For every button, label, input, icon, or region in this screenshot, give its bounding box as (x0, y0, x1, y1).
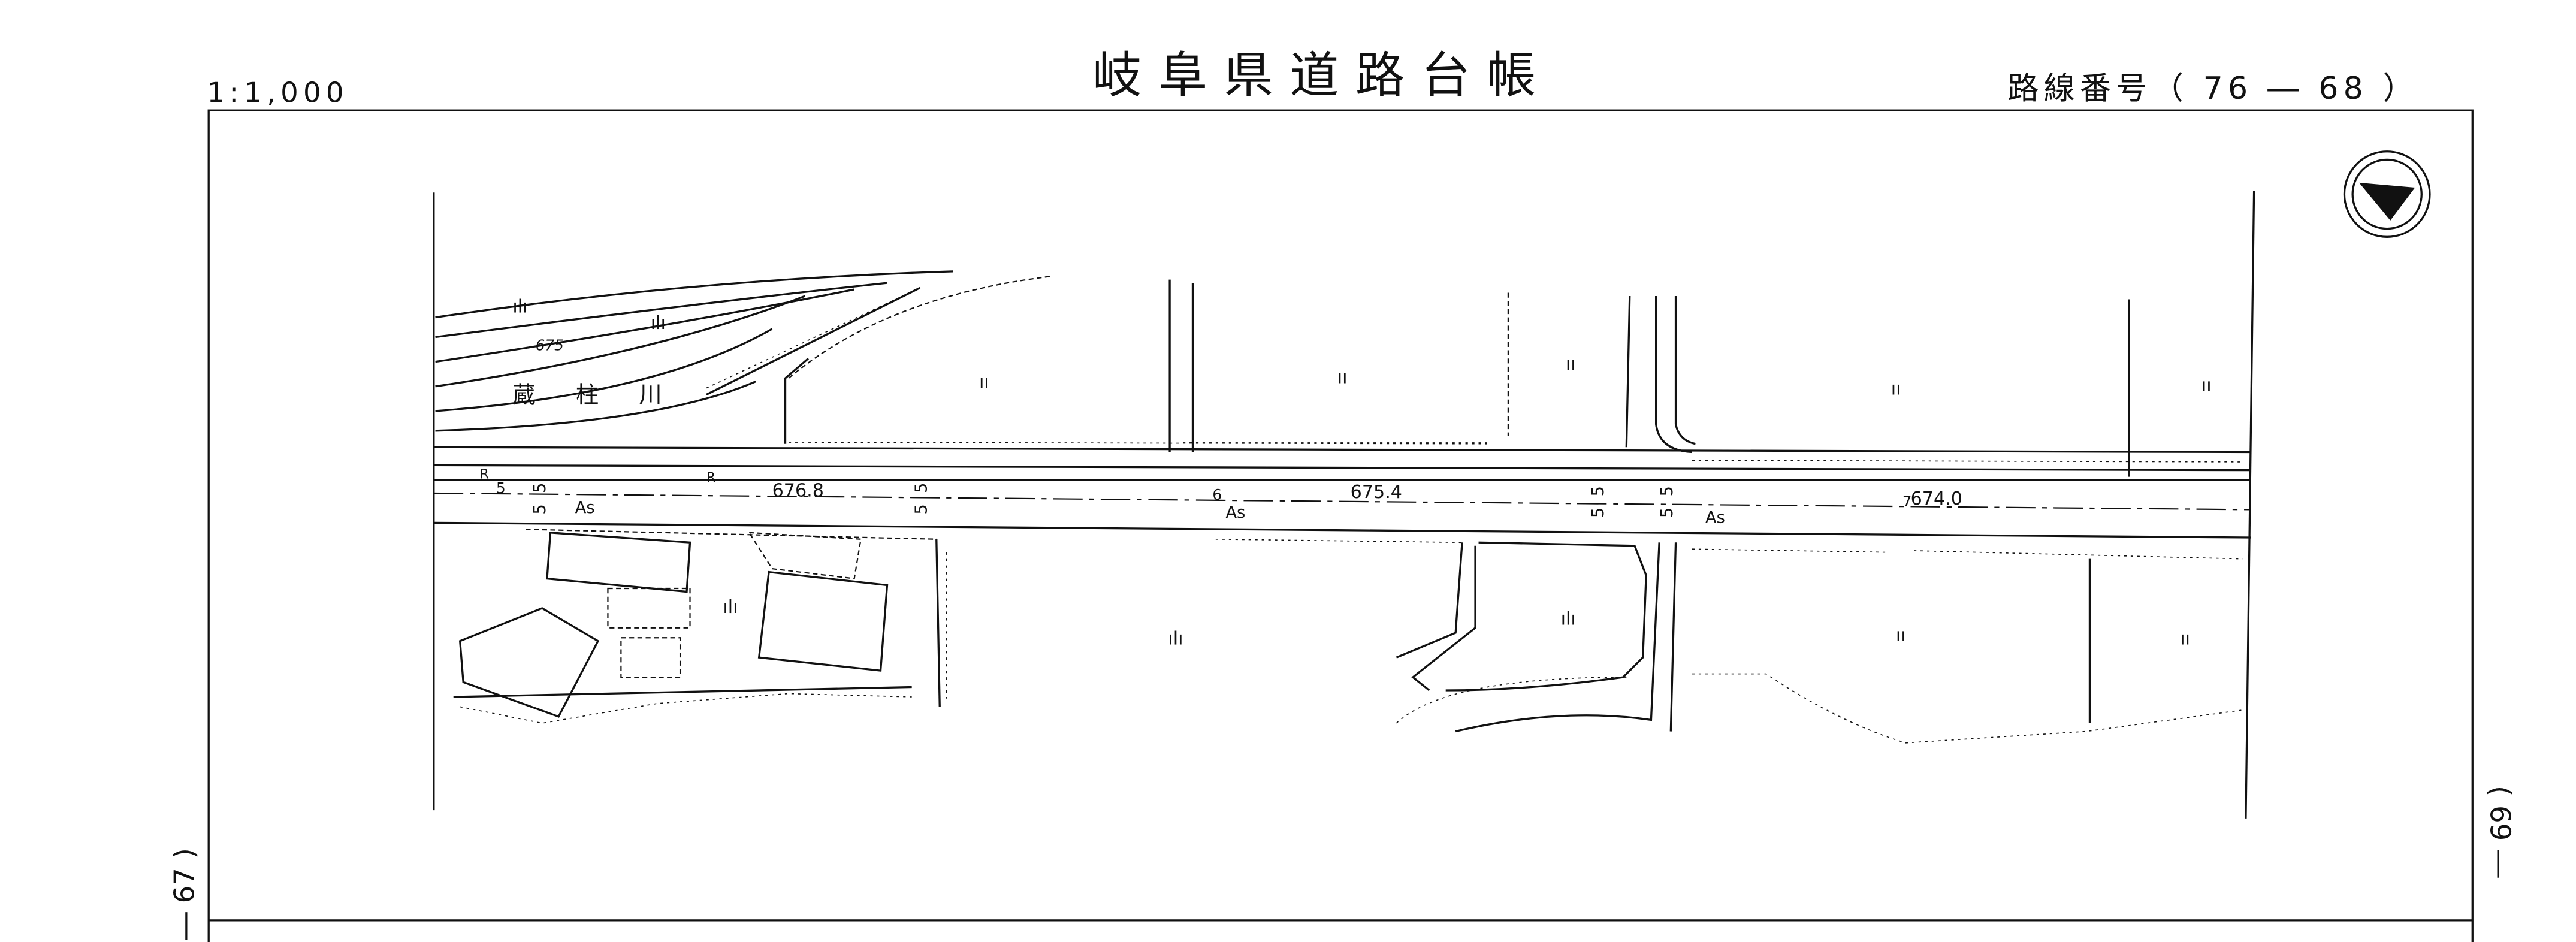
adjacent-sheet-left: ― 67 ) (168, 848, 201, 940)
svg-text:5: 5 (1589, 486, 1608, 496)
elevation-label: 674.0 (1911, 488, 1962, 509)
station-mark: 5 (496, 479, 506, 497)
route-number: 路線番号（ 76 ― 68 ） (2007, 71, 2419, 107)
map-frame (207, 109, 2474, 942)
svg-text:ıı: ıı (2180, 628, 2190, 649)
landuse-symbols: ıı ıı ıı ıı ıı ıı ıı ılı ılı ılı ılı ılı (512, 296, 2211, 649)
road-centerline (433, 492, 2251, 511)
svg-text:ıı: ıı (2201, 375, 2212, 396)
river: 蔵 柱 川 675 (435, 270, 1052, 432)
river-name: 蔵 柱 川 (512, 382, 678, 409)
svg-text:ılı: ılı (1168, 628, 1183, 649)
north-arrow-icon (2343, 150, 2431, 238)
retaining-label: R (480, 467, 489, 482)
adjacent-sheet-right: ( 69 ― (2484, 786, 2516, 878)
svg-text:5: 5 (912, 504, 931, 514)
svg-text:ıı: ıı (979, 372, 989, 393)
svg-text:ılı: ılı (651, 313, 666, 334)
station-mark: 7 (1902, 493, 1912, 510)
svg-text:5: 5 (531, 483, 549, 493)
retaining-label: R (706, 470, 715, 485)
surface-label: As (1705, 508, 1725, 527)
svg-text:5: 5 (1658, 486, 1677, 496)
svg-text:5: 5 (912, 483, 931, 493)
surface-label: As (1225, 503, 1245, 522)
buildings (458, 532, 889, 718)
svg-text:ılı: ılı (512, 296, 527, 317)
svg-text:5: 5 (1589, 508, 1608, 518)
svg-text:ıı: ıı (1896, 625, 1906, 646)
svg-text:ıı: ıı (1566, 354, 1576, 375)
width-marks: 5 5 5 5 5 5 5 5 (531, 483, 1677, 518)
svg-text:ılı: ılı (1561, 608, 1576, 629)
road-south-edge (433, 521, 2251, 540)
svg-text:5: 5 (1658, 508, 1677, 518)
elevation-label: 676.8 (772, 480, 824, 501)
svg-text:5: 5 (531, 504, 549, 514)
svg-text:ıı: ıı (1891, 379, 1901, 400)
scale-label: 1:1,000 (207, 76, 348, 108)
road-south-features (453, 538, 2243, 744)
elevation-label: 675.4 (1351, 482, 1402, 503)
side-roads-north (784, 279, 2130, 477)
contour-label: 675 (536, 336, 564, 354)
station-mark: 6 (1212, 486, 1222, 503)
svg-text:ıı: ıı (1337, 367, 1348, 388)
sheet-title: 岐阜県道路台帳 (1092, 47, 1553, 104)
surface-label: As (575, 499, 595, 517)
road-north-edge (433, 442, 2251, 481)
svg-text:ılı: ılı (723, 597, 738, 618)
